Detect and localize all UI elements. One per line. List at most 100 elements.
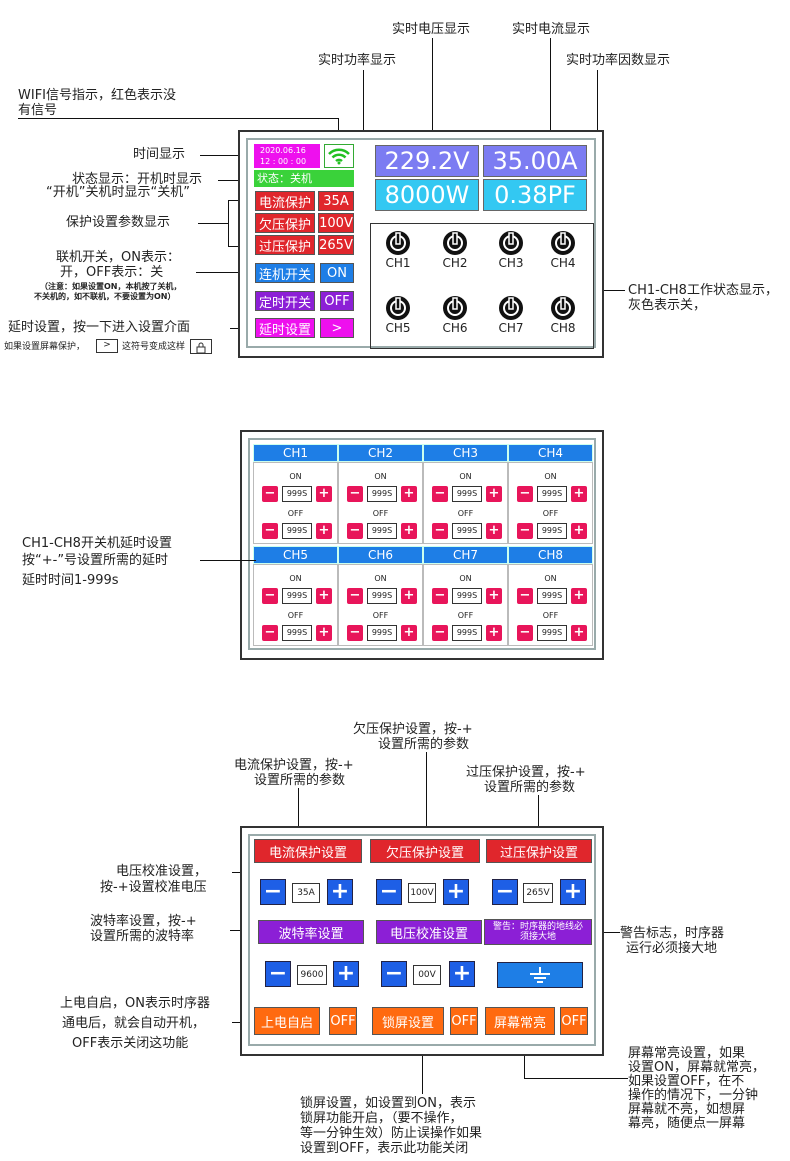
current-protect-value: 35A [292, 883, 320, 903]
screen-always-on-toggle[interactable]: OFF [560, 1007, 588, 1035]
voltage-display: 229.2V [375, 145, 479, 177]
calib-plus-button[interactable]: + [449, 961, 475, 987]
link-switch-label: 连机开关 [255, 263, 315, 283]
on-label: ON [544, 574, 557, 583]
channel-status-1: CH1 [376, 230, 420, 270]
on-minus-button[interactable]: − [347, 588, 363, 604]
off-minus-button[interactable]: − [517, 625, 533, 641]
under-voltage-value: 100V [408, 883, 436, 903]
off-plus-button[interactable]: + [571, 625, 587, 641]
lock-screen-toggle[interactable]: OFF [450, 1007, 478, 1035]
off-minus-button[interactable]: − [432, 625, 448, 641]
annotation-lock-a: 锁屏设置，如设置到ON，表示 [300, 1096, 476, 1111]
annotation-ch-status-2: 灰色表示关， [628, 298, 707, 313]
delay-setting-label[interactable]: 延时设置 [255, 318, 315, 338]
off-minus-button[interactable]: − [347, 625, 363, 641]
off-plus-button[interactable]: + [571, 523, 587, 539]
power-icon [442, 230, 468, 256]
annotation-under-b: 设置所需的参数 [378, 737, 470, 752]
ground-warning: 警告：时序器的地线必须接大地 [484, 919, 592, 945]
off-plus-button[interactable]: + [486, 625, 502, 641]
on-minus-button[interactable]: − [432, 486, 448, 502]
off-plus-button[interactable]: + [316, 523, 332, 539]
over-voltage-value: 265V [523, 883, 553, 903]
channel-label: CH5 [385, 321, 411, 335]
delay-channel-cell-4: ON−999S+OFF−999S+ [508, 462, 593, 544]
over-voltage-value: 265V [318, 235, 354, 255]
off-minus-button[interactable]: − [347, 523, 363, 539]
annotation-lock-c: 等一分钟生效）防止误操作如果 [300, 1126, 483, 1141]
on-plus-button[interactable]: + [316, 588, 332, 604]
under-voltage-label[interactable]: 欠压保护 [255, 213, 315, 233]
delay-channel-header-8: CH8 [508, 546, 593, 564]
on-plus-button[interactable]: + [401, 486, 417, 502]
on-minus-button[interactable]: − [262, 486, 278, 502]
off-label: OFF [287, 509, 304, 518]
current-plus-button[interactable]: + [327, 879, 353, 905]
annotation-screensaver-a: 如果设置屏幕保护， [4, 342, 86, 352]
link-switch-toggle[interactable]: ON [320, 263, 354, 283]
under-plus-button[interactable]: + [443, 879, 469, 905]
off-minus-button[interactable]: − [432, 523, 448, 539]
annotation-power-b: 通电后，就会自动开机， [62, 1016, 206, 1031]
on-plus-button[interactable]: + [486, 486, 502, 502]
on-label: ON [459, 472, 472, 481]
on-plus-button[interactable]: + [571, 588, 587, 604]
on-minus-button[interactable]: − [517, 588, 533, 604]
channel-label: CH7 [498, 321, 524, 335]
chevron-right-icon: > [96, 339, 118, 353]
annotation-wifi-1: WIFI信号指示，红色表示没 [18, 88, 176, 103]
on-minus-button[interactable]: − [262, 588, 278, 604]
date-text: 2020.06.16 [260, 146, 306, 155]
current-protect-label[interactable]: 电流保护 [255, 191, 315, 211]
off-delay-value: 999S [282, 523, 312, 539]
on-plus-button[interactable]: + [316, 486, 332, 502]
power-icon [385, 230, 411, 256]
over-plus-button[interactable]: + [560, 879, 586, 905]
off-minus-button[interactable]: − [262, 625, 278, 641]
on-delay-value: 999S [452, 588, 482, 604]
off-plus-button[interactable]: + [486, 523, 502, 539]
on-delay-value: 999S [452, 486, 482, 502]
off-minus-button[interactable]: − [517, 523, 533, 539]
datetime-display: 2020.06.16 12 : 00 : 00 [254, 144, 320, 168]
power-on-auto-toggle[interactable]: OFF [329, 1007, 357, 1035]
annotation-screen-f: 幕亮，随便点一屏幕 [628, 1116, 746, 1131]
channel-label: CH4 [550, 256, 576, 270]
off-plus-button[interactable]: + [401, 625, 417, 641]
on-plus-button[interactable]: + [571, 486, 587, 502]
over-voltage-setting-header: 过压保护设置 [486, 839, 592, 863]
on-minus-button[interactable]: − [517, 486, 533, 502]
baud-minus-button[interactable]: − [265, 961, 291, 987]
wifi-icon [324, 144, 354, 168]
annotation-delay-2: 按“+-”号设置所需的延时 [22, 553, 169, 568]
over-minus-button[interactable]: − [492, 879, 518, 905]
annotation-realtime-current: 实时电流显示 [512, 22, 591, 37]
baud-plus-button[interactable]: + [333, 961, 359, 987]
timer-switch-label: 定时开关 [255, 291, 315, 311]
on-minus-button[interactable]: − [432, 588, 448, 604]
off-minus-button[interactable]: − [262, 523, 278, 539]
on-plus-button[interactable]: + [401, 588, 417, 604]
delay-setting-button[interactable]: > [320, 318, 354, 338]
on-plus-button[interactable]: + [486, 588, 502, 604]
power-icon [550, 295, 576, 321]
under-minus-button[interactable]: − [376, 879, 402, 905]
over-voltage-label[interactable]: 过压保护 [255, 235, 315, 255]
power-factor-display: 0.38PF [483, 179, 587, 211]
channel-label: CH8 [550, 321, 576, 335]
annotation-baud-a: 波特率设置，按-+ [90, 914, 197, 929]
calib-minus-button[interactable]: − [381, 961, 407, 987]
timer-switch-toggle[interactable]: OFF [320, 291, 354, 311]
off-plus-button[interactable]: + [316, 625, 332, 641]
annotation-realtime-power: 实时功率显示 [318, 53, 397, 68]
off-delay-value: 999S [367, 523, 397, 539]
on-minus-button[interactable]: − [347, 486, 363, 502]
on-delay-value: 999S [282, 486, 312, 502]
current-minus-button[interactable]: − [260, 879, 286, 905]
off-plus-button[interactable]: + [401, 523, 417, 539]
annotation-ch-status-1: CH1-CH8工作状态显示， [628, 283, 778, 298]
annotation-screen-c: 如果设置OFF，在不 [628, 1074, 745, 1089]
on-label: ON [374, 574, 387, 583]
annotation-under-a: 欠压保护设置，按-+ [353, 722, 473, 737]
